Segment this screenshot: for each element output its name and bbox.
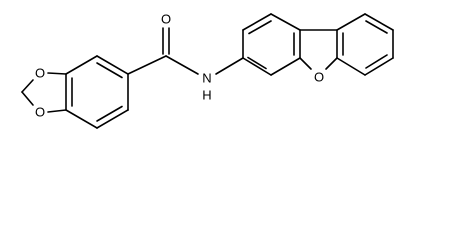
bond <box>127 55 167 75</box>
bond <box>364 57 394 76</box>
bond <box>21 91 34 106</box>
benzodioxole-group <box>21 55 129 129</box>
bond <box>47 72 67 75</box>
bond <box>165 55 199 75</box>
bond <box>21 79 34 93</box>
structure-canvas: O N H O O O <box>21 11 394 129</box>
bond <box>364 13 394 31</box>
bond <box>242 13 272 31</box>
amide-hydrogen-label: H <box>202 88 211 103</box>
bond <box>365 20 388 34</box>
furan-oxygen-label: O <box>314 70 324 85</box>
bond <box>325 57 338 70</box>
bond <box>96 105 123 122</box>
dibenzofuran-group <box>242 13 394 76</box>
bond <box>336 13 366 31</box>
bond <box>96 55 129 75</box>
bond <box>96 109 129 129</box>
bond <box>47 109 67 113</box>
bond <box>248 20 272 35</box>
dioxole-oxygen-bottom-label: O <box>35 105 45 120</box>
amide-group <box>127 27 244 75</box>
dioxole-oxygen-top-label: O <box>35 66 45 81</box>
bond <box>299 57 312 70</box>
amide-nitrogen-label: N <box>202 71 211 86</box>
bond <box>336 57 366 76</box>
bond <box>270 57 301 76</box>
bond <box>365 54 388 69</box>
bond <box>270 13 301 31</box>
chemical-structure: O N H O O O <box>21 12 394 129</box>
bond <box>242 57 272 76</box>
carbonyl-oxygen-label: O <box>161 12 171 27</box>
bond <box>65 109 98 129</box>
bond <box>65 55 98 75</box>
bond <box>215 57 244 75</box>
bond <box>96 62 123 79</box>
bond <box>247 56 267 70</box>
